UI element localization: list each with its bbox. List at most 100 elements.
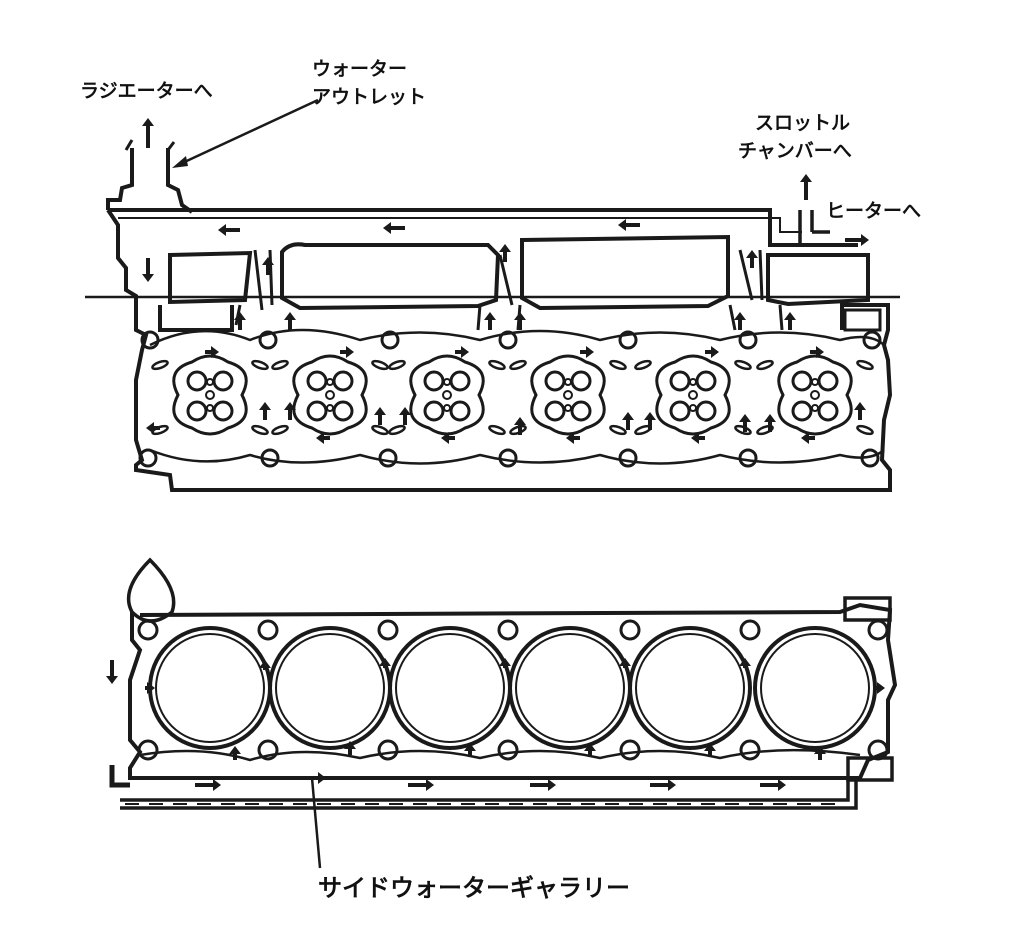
block-bolt-hole	[257, 739, 279, 761]
flow-arrow-head	[586, 346, 594, 358]
coolant-slot	[634, 359, 652, 371]
flow-arrow-head	[106, 676, 118, 684]
spark-plug-hole	[810, 390, 820, 400]
flow-arrow-icon	[234, 312, 246, 330]
valve-port	[791, 370, 813, 392]
coolant-slot	[488, 424, 506, 436]
cylinder-bore	[508, 626, 632, 750]
spark-plug-hole	[325, 390, 335, 400]
coolant-slot	[271, 424, 289, 436]
flow-arrow-head	[618, 219, 626, 231]
small-port	[443, 378, 451, 386]
block-bolt-hole	[137, 739, 159, 761]
flow-arrow-head	[814, 746, 826, 754]
coolant-slot	[251, 359, 269, 371]
flow-arrow-head	[734, 312, 746, 320]
block-bolt-hole	[867, 619, 889, 641]
flow-arrow-icon	[142, 258, 154, 282]
flow-arrow-head	[262, 257, 274, 265]
flow-arrow-icon	[875, 682, 885, 694]
valve-port	[669, 370, 691, 392]
flow-arrow-icon	[784, 312, 796, 330]
block-outline	[128, 602, 898, 780]
valve-port	[695, 370, 717, 392]
coolant-slot	[856, 359, 874, 371]
flow-arrow-icon	[484, 312, 496, 330]
valve-port	[306, 370, 328, 392]
small-port	[811, 404, 819, 412]
flow-arrow-icon	[514, 417, 526, 435]
valve-port	[423, 400, 445, 422]
flow-arrow-icon	[408, 779, 434, 791]
valve-port	[449, 400, 471, 422]
block-bolt-hole	[257, 619, 279, 641]
flow-arrow-head	[142, 274, 154, 282]
spark-plug-hole	[563, 390, 573, 400]
head-chamber-3	[520, 234, 730, 311]
coolant-slot	[856, 424, 874, 436]
flow-arrow-icon	[814, 746, 826, 760]
flow-arrow-head	[146, 422, 154, 434]
coolant-slot	[609, 359, 627, 371]
bore-inner	[635, 633, 745, 743]
valve-cluster-outline	[655, 354, 731, 436]
valve-cluster-outline	[292, 354, 368, 436]
valve-port	[817, 400, 839, 422]
flow-arrow-head	[499, 244, 511, 252]
flow-arrow-head	[778, 779, 786, 791]
small-port	[326, 378, 334, 386]
flow-arrow-icon	[801, 432, 815, 444]
flow-arrow-head	[284, 402, 296, 410]
flow-arrow-icon	[514, 312, 526, 330]
flow-arrow-head	[622, 412, 634, 420]
block-bolt-hole	[619, 739, 641, 761]
cylinder-bore	[388, 626, 512, 750]
valve-port	[570, 370, 592, 392]
flow-arrow-icon	[344, 741, 356, 755]
flow-arrow-icon	[464, 743, 476, 757]
flow-arrow-head	[374, 407, 386, 415]
label-water-outlet-line1: ウォーター	[312, 58, 408, 80]
block-bolt-hole	[739, 739, 761, 761]
flow-arrow-head	[379, 658, 391, 666]
head-valve-cluster	[634, 354, 752, 436]
flow-arrow-icon	[399, 407, 411, 425]
water-outlet-pipe	[106, 148, 194, 214]
flow-arrow-head	[784, 312, 796, 320]
flow-arrow-icon	[618, 219, 640, 231]
bore-outer	[508, 626, 632, 750]
head-chamber-2	[280, 242, 501, 311]
flow-arrow-icon	[705, 346, 719, 358]
small-port	[689, 404, 697, 412]
spark-plug-hole	[688, 390, 698, 400]
flow-arrow-icon	[316, 432, 330, 444]
flow-arrow-icon	[499, 658, 511, 668]
cylinder-bore	[148, 626, 272, 750]
valve-port	[212, 370, 234, 392]
head-bolt-hole	[138, 448, 158, 468]
flow-arrow-icon	[734, 312, 746, 330]
cylinder-bore	[753, 626, 877, 750]
flow-arrow-icon	[262, 257, 274, 275]
flow-arrow-head	[877, 682, 885, 694]
flow-arrow-icon	[619, 658, 631, 668]
head-bolt-hole	[380, 330, 400, 350]
flow-arrow-head	[514, 312, 526, 320]
flow-arrow-icon	[379, 658, 391, 668]
valve-port	[544, 370, 566, 392]
flow-arrow-icon	[650, 779, 676, 791]
head-valve-clusters	[151, 354, 874, 436]
flow-arrow-head	[259, 660, 271, 668]
flow-arrow-head	[584, 743, 596, 751]
small-port	[811, 378, 819, 386]
small-port	[564, 378, 572, 386]
spark-plug-hole	[205, 390, 215, 400]
bore-inner	[395, 633, 505, 743]
flow-arrow-head	[691, 432, 699, 444]
flow-arrow-head	[147, 682, 155, 694]
valve-port	[817, 370, 839, 392]
small-port	[564, 404, 572, 412]
throttle-pipe	[798, 210, 814, 245]
flow-arrow-icon	[374, 407, 386, 425]
flow-arrow-icon	[704, 743, 716, 757]
